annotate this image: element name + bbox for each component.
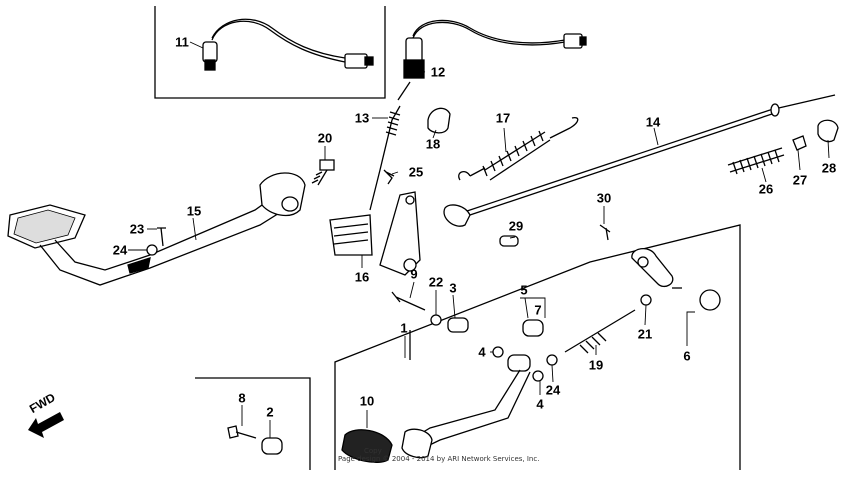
bolt-20-drawing xyxy=(311,159,335,186)
label-part-17: 17 xyxy=(495,110,511,126)
label-part-12: 12 xyxy=(430,64,446,80)
inset-box-switch xyxy=(154,6,386,99)
label-part-18: 18 xyxy=(425,136,441,152)
label-part-6: 6 xyxy=(683,348,691,364)
bolt-inset-box xyxy=(195,377,311,470)
label-part-29: 29 xyxy=(508,218,524,234)
spring-26-drawing xyxy=(727,147,785,175)
label-part-24: 24 xyxy=(112,242,128,258)
switch-11-drawing xyxy=(202,18,374,71)
label-part-9: 9 xyxy=(410,266,418,282)
label-part-5: 5 xyxy=(520,282,528,298)
label-part-15: 15 xyxy=(186,203,202,219)
label-part-16: 16 xyxy=(354,269,370,285)
pin-9-drawing xyxy=(391,291,426,311)
label-part-3: 3 xyxy=(449,280,457,296)
label-part-1: 1 xyxy=(400,320,408,336)
label-part-11: 11 xyxy=(175,34,189,50)
pin-25-drawing xyxy=(383,169,395,185)
collar-2-drawing xyxy=(261,437,283,455)
rod-14-drawing xyxy=(443,94,836,227)
label-part-25: 25 xyxy=(408,164,424,180)
lever-10-drawing xyxy=(341,354,531,464)
bush-7-drawing xyxy=(522,319,544,337)
fwd-arrow-icon xyxy=(28,412,64,438)
label-part-8: 8 xyxy=(238,390,246,406)
spring-17-drawing xyxy=(458,116,579,181)
label-part-7: 7 xyxy=(534,302,542,318)
label-part-26: 26 xyxy=(758,181,774,197)
label-part-20: 20 xyxy=(317,130,333,146)
cap-28-drawing xyxy=(817,119,839,143)
label-part-21: 21 xyxy=(637,326,653,342)
joint-6-drawing xyxy=(631,248,721,311)
clip-18-drawing xyxy=(427,107,451,134)
nut-24-drawing xyxy=(146,244,158,256)
bolt-8-drawing xyxy=(227,425,257,439)
label-part-28: 28 xyxy=(821,160,837,176)
bolt-23-drawing xyxy=(157,227,166,247)
clip-27-drawing xyxy=(792,135,807,151)
label-part-22: 22 xyxy=(428,274,444,290)
label-part-23: 23 xyxy=(129,221,145,237)
assembly-bracket xyxy=(334,224,741,470)
nut-21-drawing xyxy=(640,294,652,306)
washer-22-drawing xyxy=(430,314,442,326)
bolt-30-drawing xyxy=(599,224,611,241)
copyright-prefix: Copy xyxy=(364,447,382,455)
label-part-10: 10 xyxy=(359,393,375,409)
label-part-4-upper: 4 xyxy=(478,344,486,360)
label-part-27: 27 xyxy=(792,172,808,188)
pin-29-drawing xyxy=(499,235,519,247)
label-part-4-lower: 4 xyxy=(536,396,544,412)
label-part-24-lower: 24 xyxy=(545,382,561,398)
label-part-19: 19 xyxy=(588,357,604,373)
switch-12-drawing xyxy=(397,19,587,101)
label-part-30: 30 xyxy=(596,190,612,206)
leader-lines xyxy=(128,41,830,438)
washer-4a-drawing xyxy=(492,346,504,358)
label-part-13: 13 xyxy=(354,110,370,126)
copyright-notice: Page design © 2004 - 2014 by ARI Network… xyxy=(338,455,540,463)
pedal-15-drawing xyxy=(7,172,306,286)
rod-19-drawing xyxy=(564,309,636,354)
collar-3-drawing xyxy=(447,317,469,333)
label-part-14: 14 xyxy=(645,114,661,130)
arm-16-drawing xyxy=(329,191,421,276)
nut-24b-drawing xyxy=(546,354,558,366)
washer-4b-drawing xyxy=(532,370,544,382)
spring-13-drawing xyxy=(369,105,401,211)
label-part-2: 2 xyxy=(266,404,274,420)
